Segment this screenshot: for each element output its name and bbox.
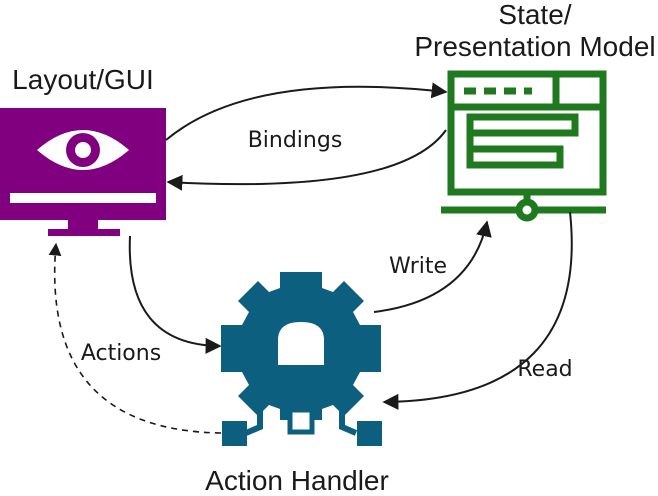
edge-label-write: Write bbox=[389, 254, 447, 279]
action-handler-node: Action Handler bbox=[205, 272, 389, 496]
edge-label-actions: Actions bbox=[81, 341, 161, 366]
monitor-eye-icon bbox=[0, 108, 166, 236]
edge-label-bindings: Bindings bbox=[248, 128, 343, 153]
presentation-board-icon bbox=[441, 70, 607, 222]
layout-gui-node: Layout/GUI bbox=[0, 64, 166, 236]
edge-read: Read bbox=[382, 211, 573, 410]
layout-gui-title: Layout/GUI bbox=[12, 64, 154, 95]
edge-layout-to-handler bbox=[128, 235, 222, 354]
edge-bindings: Bindings bbox=[165, 82, 448, 191]
state-model-node: State/ Presentation Model bbox=[414, 0, 656, 222]
edge-write: Write bbox=[373, 220, 492, 313]
state-model-title-line1: State/ bbox=[498, 0, 571, 30]
edge-label-read: Read bbox=[517, 357, 572, 382]
edge-actions: Actions bbox=[48, 242, 222, 434]
gear-circuit-icon bbox=[221, 272, 382, 446]
state-model-title-line2: Presentation Model bbox=[414, 31, 655, 62]
action-handler-title: Action Handler bbox=[205, 465, 389, 496]
